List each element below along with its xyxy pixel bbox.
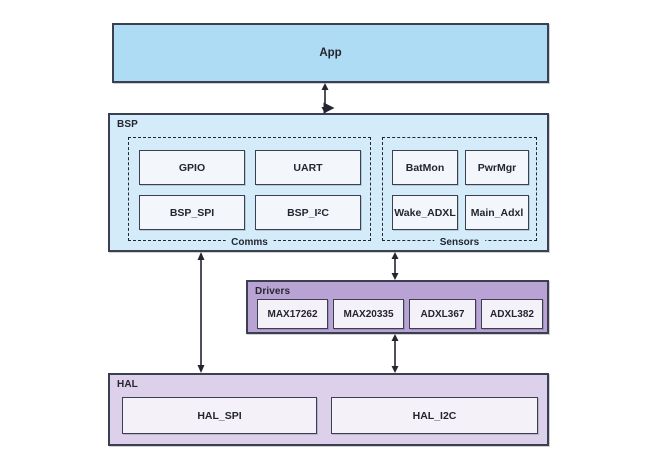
drivers-layer-block[interactable]: Drivers MAX17262 MAX20335 ADXL367 ADXL38… bbox=[246, 280, 549, 334]
bsp-module-bsp-spi[interactable]: BSP_SPI bbox=[139, 195, 245, 230]
bsp-module-batmon-label: BatMon bbox=[405, 161, 445, 174]
driver-adxl367[interactable]: ADXL367 bbox=[409, 299, 476, 329]
hal-module-hal-spi[interactable]: HAL_SPI bbox=[122, 397, 317, 434]
driver-adxl367-label: ADXL367 bbox=[420, 308, 465, 320]
drivers-layer-title: Drivers bbox=[255, 286, 291, 297]
bsp-layer-title: BSP bbox=[117, 119, 138, 130]
bsp-module-wake-adxl-label: Wake_ADXL bbox=[394, 206, 456, 219]
bsp-module-wake-adxl[interactable]: Wake_ADXL bbox=[392, 195, 458, 230]
hal-module-hal-i2c-label: HAL_I2C bbox=[412, 409, 457, 422]
driver-max20335[interactable]: MAX20335 bbox=[333, 299, 404, 329]
connector-drivers-hal-arrow bbox=[391, 334, 399, 373]
bsp-module-main-adxl[interactable]: Main_Adxl bbox=[465, 195, 529, 230]
bsp-group-comms-label: Comms bbox=[225, 237, 274, 248]
bsp-module-bsp-i2c-tail: C bbox=[321, 206, 329, 219]
bsp-module-uart-label: UART bbox=[293, 161, 323, 174]
driver-max17262-label: MAX17262 bbox=[267, 308, 318, 320]
driver-max17262[interactable]: MAX17262 bbox=[257, 299, 328, 329]
bsp-module-pwrmgr-label: PwrMgr bbox=[477, 161, 517, 174]
bsp-module-uart[interactable]: UART bbox=[255, 150, 361, 185]
app-layer-block[interactable]: App bbox=[112, 23, 549, 83]
connector-app-bsp-arrow bbox=[321, 83, 335, 114]
hal-module-hal-i2c[interactable]: HAL_I2C bbox=[331, 397, 538, 434]
bsp-module-gpio-label: GPIO bbox=[178, 161, 206, 174]
connector-bsp-hal-arrow bbox=[197, 252, 205, 373]
bsp-group-sensors: BatMon PwrMgr Wake_ADXL Main_Adxl Sensor… bbox=[382, 137, 537, 248]
bsp-group-sensors-label: Sensors bbox=[433, 237, 486, 248]
driver-max20335-label: MAX20335 bbox=[343, 308, 394, 320]
hal-layer-block[interactable]: HAL HAL_SPI HAL_I2C bbox=[108, 373, 549, 446]
bsp-module-pwrmgr[interactable]: PwrMgr bbox=[465, 150, 529, 185]
driver-adxl382-label: ADXL382 bbox=[490, 308, 534, 320]
driver-adxl382[interactable]: ADXL382 bbox=[481, 299, 543, 329]
app-layer-label: App bbox=[319, 47, 342, 59]
bsp-module-gpio[interactable]: GPIO bbox=[139, 150, 245, 185]
bsp-module-bsp-i2c-base: BSP_I bbox=[287, 206, 318, 219]
hal-layer-title: HAL bbox=[117, 379, 138, 390]
hal-module-hal-spi-label: HAL_SPI bbox=[197, 409, 242, 422]
bsp-module-bsp-spi-label: BSP_SPI bbox=[169, 206, 215, 219]
bsp-module-main-adxl-label: Main_Adxl bbox=[470, 206, 524, 219]
bsp-module-batmon[interactable]: BatMon bbox=[392, 150, 458, 185]
connector-bsp-drivers-arrow bbox=[391, 252, 399, 280]
